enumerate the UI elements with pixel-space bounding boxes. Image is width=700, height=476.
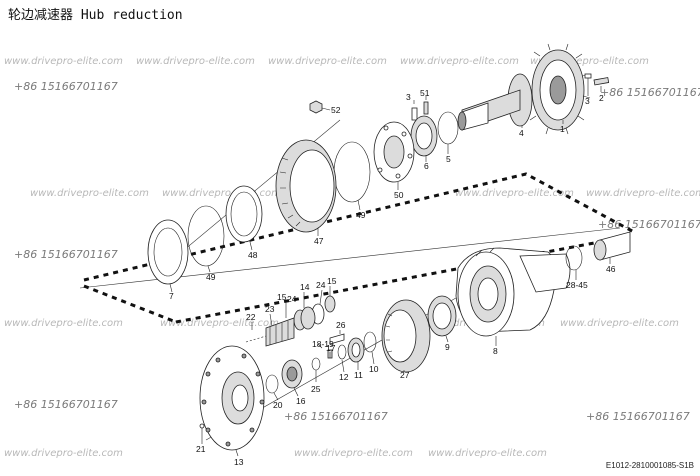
- label-part-12: 12: [339, 372, 349, 382]
- part-46-sleeve: [593, 231, 631, 261]
- watermark-phone: +86 15166701167: [600, 86, 700, 99]
- label-part-15: 15: [327, 276, 337, 286]
- watermark-site: www.drivepro-elite.com: [162, 188, 281, 199]
- part-15-bearing: [324, 295, 336, 313]
- watermark-phone: +86 15166701167: [586, 410, 690, 423]
- watermark-site: www.drivepro-elite.com: [4, 448, 123, 459]
- part-7-cover: [147, 219, 189, 285]
- part-14-planet-gear: [300, 306, 316, 330]
- part-2-bolt: [593, 77, 610, 86]
- label-part-1: 1: [560, 124, 565, 134]
- label-part-15: 15: [277, 292, 287, 302]
- watermark-phone: +86 15166701167: [14, 398, 118, 411]
- label-part-24: 24: [287, 294, 297, 304]
- part-12-washer: [337, 344, 347, 360]
- watermark-phone: +86 15166701167: [598, 218, 700, 231]
- part-10-ring: [363, 331, 377, 353]
- part-22-sun-gear: [245, 317, 295, 347]
- label-part-16: 16: [296, 396, 306, 406]
- label-part-28-45: 28-45: [566, 280, 588, 290]
- label-part-49: 49: [206, 272, 216, 282]
- watermark-site: www.drivepro-elite.com: [160, 318, 279, 329]
- label-part-9: 9: [445, 342, 450, 352]
- part-50-carrier-plate: [373, 121, 415, 183]
- page-title: 轮边减速器 Hub reduction: [8, 8, 183, 23]
- watermark-site: www.drivepro-elite.com: [560, 318, 679, 329]
- part-28-45-ring: [565, 245, 583, 271]
- watermark-phone: +86 15166701167: [14, 248, 118, 261]
- label-part-3: 3: [406, 92, 411, 102]
- label-part-10: 10: [369, 364, 379, 374]
- part-11-bearing: [347, 337, 365, 363]
- part-8-axle-housing: [455, 247, 571, 337]
- watermark-site: www.drivepro-elite.com: [455, 188, 574, 199]
- label-part-6: 6: [424, 161, 429, 171]
- label-part-3: 3: [585, 96, 590, 106]
- watermark-site: www.drivepro-elite.com: [400, 56, 519, 67]
- label-part-27: 27: [400, 370, 410, 380]
- part-52-nut: [309, 100, 323, 114]
- label-part-17: 17: [326, 343, 336, 353]
- watermark-site: www.drivepro-elite.com: [586, 188, 700, 199]
- part-25-washer: [311, 357, 321, 371]
- watermark-site: www.drivepro-elite.com: [530, 56, 649, 67]
- label-part-2: 2: [599, 93, 604, 103]
- watermark-site: www.drivepro-elite.com: [268, 56, 387, 67]
- label-part-25: 25: [311, 384, 321, 394]
- part-16-bearing: [281, 359, 303, 389]
- part-5-snap-ring: [437, 111, 459, 145]
- part-labels: 1 2 3 3 4 5 6 50 51 52 49 47 48 49 7 8 2…: [169, 88, 616, 467]
- label-part-24: 24: [316, 280, 326, 290]
- part-49-washer-left: [187, 205, 225, 267]
- leader-lines: [169, 78, 611, 457]
- part-21-stud: [199, 423, 205, 440]
- watermark-phone: +86 15166701167: [14, 80, 118, 93]
- part-4-shaft: [457, 73, 533, 131]
- watermark-site: www.drivepro-elite.com: [136, 56, 255, 67]
- watermark-site: www.drivepro-elite.com: [4, 318, 123, 329]
- label-part-48: 48: [248, 250, 258, 260]
- label-part-26: 26: [336, 320, 346, 330]
- label-part-8: 8: [493, 346, 498, 356]
- part-6-ring: [410, 115, 438, 157]
- label-part-18-19: 18-19: [312, 339, 334, 349]
- label-part-14: 14: [300, 282, 310, 292]
- part-9-bearing: [427, 295, 457, 337]
- part-1-brake-drum: [529, 43, 591, 135]
- part-51-bolt: [423, 101, 429, 115]
- part-13-hub-flange: [199, 345, 265, 451]
- part-48-ring: [225, 185, 263, 243]
- label-part-52: 52: [331, 105, 341, 115]
- label-part-22: 22: [246, 312, 256, 322]
- label-part-46: 46: [606, 264, 616, 274]
- part-20-ring: [265, 374, 279, 394]
- label-part-5: 5: [446, 154, 451, 164]
- drawing-code: E1012-2810001085-S1B: [605, 461, 694, 470]
- label-part-23: 23: [265, 304, 275, 314]
- part-27-internal-gear: [381, 299, 431, 373]
- part-47-ring-gear: [275, 139, 337, 233]
- watermark-phone: +86 15166701167: [284, 410, 388, 423]
- watermark-site: www.drivepro-elite.com: [294, 448, 413, 459]
- label-part-11: 11: [354, 370, 363, 380]
- label-part-49: 49: [356, 210, 366, 220]
- watermark-site: www.drivepro-elite.com: [4, 56, 123, 67]
- label-part-51: 51: [420, 88, 430, 98]
- label-part-20: 20: [273, 400, 283, 410]
- watermark-site: www.drivepro-elite.com: [428, 448, 547, 459]
- label-part-47: 47: [314, 236, 324, 246]
- label-part-4: 4: [519, 128, 524, 138]
- part-49-washer: [333, 141, 371, 203]
- part-26-shaft: [329, 333, 345, 345]
- label-part-21: 21: [196, 444, 206, 454]
- label-part-13: 13: [234, 457, 244, 467]
- label-part-7: 7: [169, 291, 174, 301]
- watermark-site: www.drivepro-elite.com: [30, 188, 149, 199]
- label-part-50: 50: [394, 190, 404, 200]
